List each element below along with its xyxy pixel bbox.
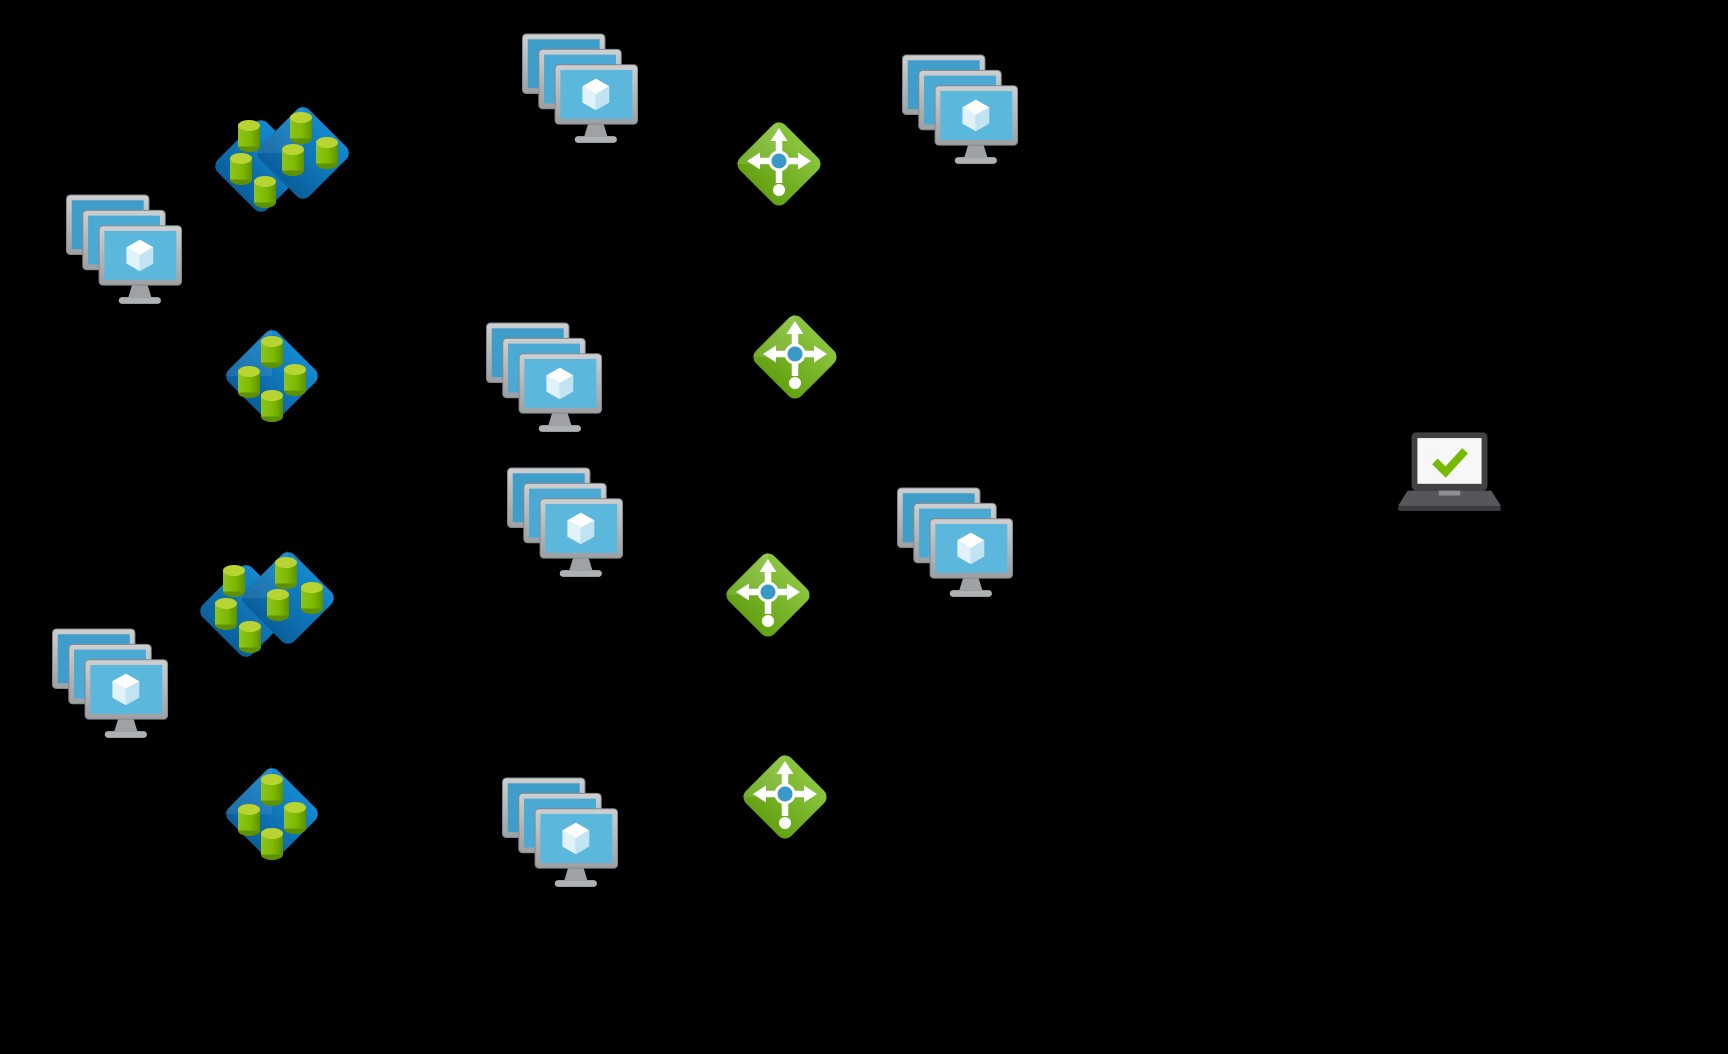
vm-stack-icon <box>52 628 169 748</box>
storage-diamond-icon <box>222 762 322 878</box>
vm-stack-icon <box>66 194 183 314</box>
vm-stack-icon <box>902 54 1019 174</box>
vm-stack-icon <box>486 322 603 442</box>
storage-diamond-icon <box>222 324 322 440</box>
load-balancer-icon <box>726 111 832 217</box>
vm-stack-icon <box>522 33 639 153</box>
vm-stack-icon <box>502 777 619 897</box>
client-laptop-icon <box>1396 432 1503 522</box>
storage-cluster-icon <box>188 542 348 668</box>
load-balancer-icon <box>742 304 848 410</box>
load-balancer-icon <box>732 744 838 850</box>
vm-stack-icon <box>897 487 1014 607</box>
vm-stack-icon <box>507 467 624 587</box>
storage-cluster-icon <box>203 97 363 223</box>
load-balancer-icon <box>715 542 821 648</box>
